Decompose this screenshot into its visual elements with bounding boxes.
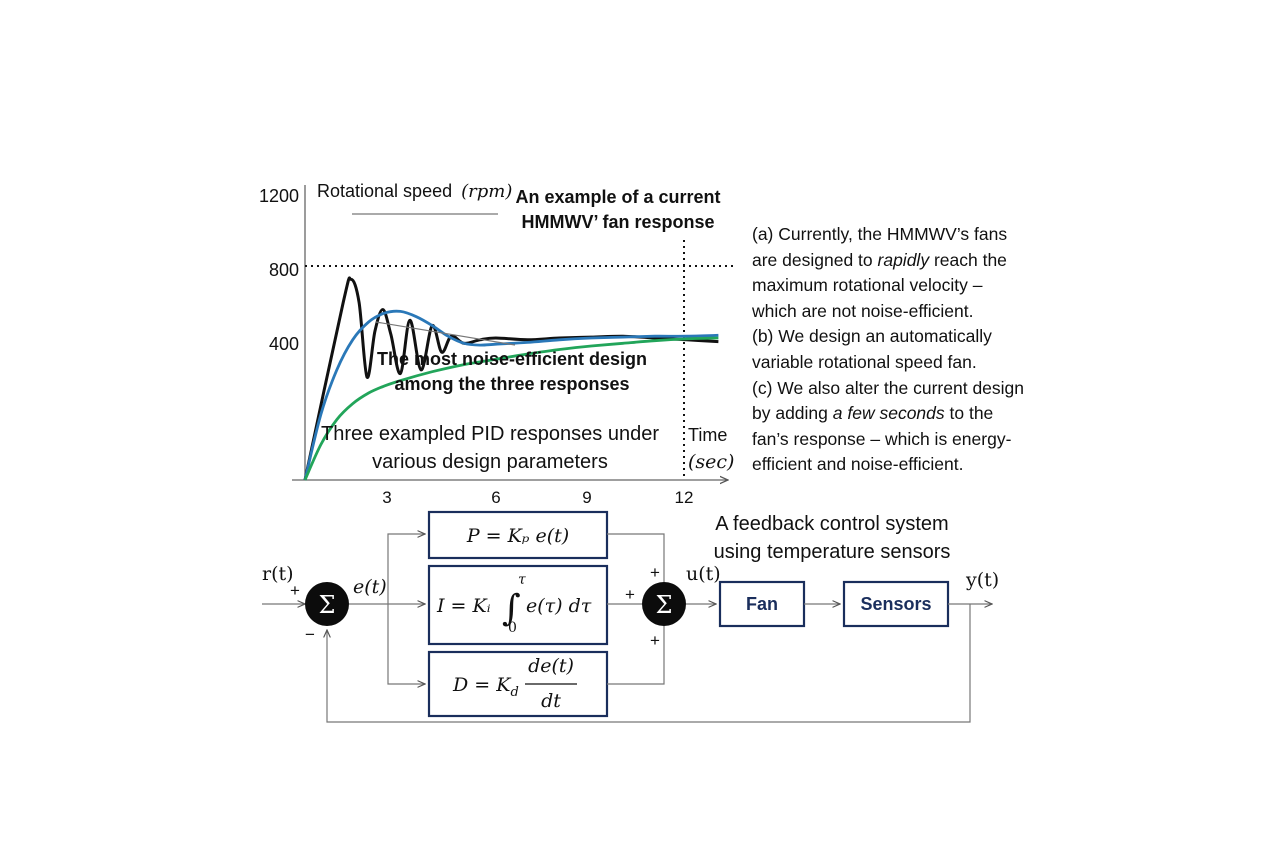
feedback-path: [327, 604, 971, 723]
sum2-plus-left: +: [625, 585, 635, 604]
branch-to-p: [387, 534, 425, 604]
p-to-sum: [607, 533, 665, 582]
output-label: y(t): [965, 569, 999, 591]
diagram-title-line2: using temperature sensors: [714, 541, 951, 563]
sensors-label: Sensors: [860, 594, 931, 614]
x-axis-unit: (sec): [688, 451, 734, 473]
summing-junction-2: [642, 582, 686, 626]
input-plus: +: [290, 581, 300, 600]
series-layer: [303, 276, 719, 481]
integral-sign: ∫: [502, 588, 521, 629]
note-c: (c) We also alter the current design by …: [752, 377, 1025, 475]
moderate-response-line: [303, 309, 719, 481]
integral-upper: τ: [518, 572, 526, 588]
sensors-block: [842, 580, 950, 628]
callout-noise-line2: among the three responses: [394, 374, 629, 394]
callout-current-line1: An example of a current: [515, 187, 720, 207]
y-tick-800: 800: [269, 260, 299, 280]
response-chart: 1200 800 400 3 6 9 12 Rotational speed (…: [259, 181, 736, 507]
d-block-denominator: dt: [541, 690, 561, 712]
control-label: u(t): [686, 563, 721, 585]
integral-lower: 0: [508, 620, 517, 636]
y-tick-400: 400: [269, 334, 299, 354]
p-block: [427, 510, 609, 560]
callout-noise-leader: [375, 321, 516, 346]
x-tick-12: 12: [675, 488, 694, 507]
sum2-plus-top: +: [650, 563, 660, 582]
i-block: [427, 564, 609, 646]
i-block-rhs: e(τ) dτ: [526, 595, 592, 617]
d-to-sum: [607, 626, 665, 685]
note-a: (a) Currently, the HMMWV’s fans are desi…: [752, 224, 1008, 321]
x-tick-6: 6: [491, 488, 500, 507]
sum-symbol-1: Σ: [319, 591, 336, 619]
x-tick-9: 9: [582, 488, 591, 507]
diagram-title-line1: A feedback control system: [715, 513, 948, 535]
d-block-numerator: de(t): [528, 655, 574, 677]
notes-panel: (a) Currently, the HMMWV’s fans are desi…: [752, 222, 1032, 478]
callout-current-line2: HMMWV’ fan response: [521, 212, 714, 232]
noise-efficient-response-line: [303, 336, 719, 481]
input-label: r(t): [262, 563, 294, 585]
error-label: e(t): [353, 576, 387, 598]
branch-to-d: [387, 604, 425, 684]
feedback-minus: −: [305, 625, 315, 644]
d-block-lhs: D = Kd: [452, 674, 519, 700]
y-axis-label: Rotational speed (rpm): [317, 181, 512, 202]
d-block: [427, 650, 609, 718]
x-tick-3: 3: [382, 488, 391, 507]
y-tick-1200: 1200: [259, 186, 299, 206]
sum2-plus-bottom: +: [650, 631, 660, 650]
fan-label: Fan: [746, 594, 778, 614]
fan-block: [718, 580, 806, 628]
callout-noise-line1: The most noise-efficient design: [377, 349, 647, 369]
sum-symbol-2: Σ: [656, 591, 673, 619]
x-axis-label: Time: [688, 425, 727, 445]
note-b: (b) We design an automatically variable …: [752, 326, 992, 372]
control-diagram: A feedback control system using temperat…: [262, 510, 999, 723]
p-block-formula: P = Kₚ e(t): [466, 525, 569, 547]
chart-caption-line2: various design parameters: [372, 451, 608, 473]
i-block-lhs: I = Kᵢ: [436, 595, 491, 617]
chart-caption-line1: Three exampled PID responses under: [321, 423, 659, 445]
summing-junction-1: [305, 582, 349, 626]
